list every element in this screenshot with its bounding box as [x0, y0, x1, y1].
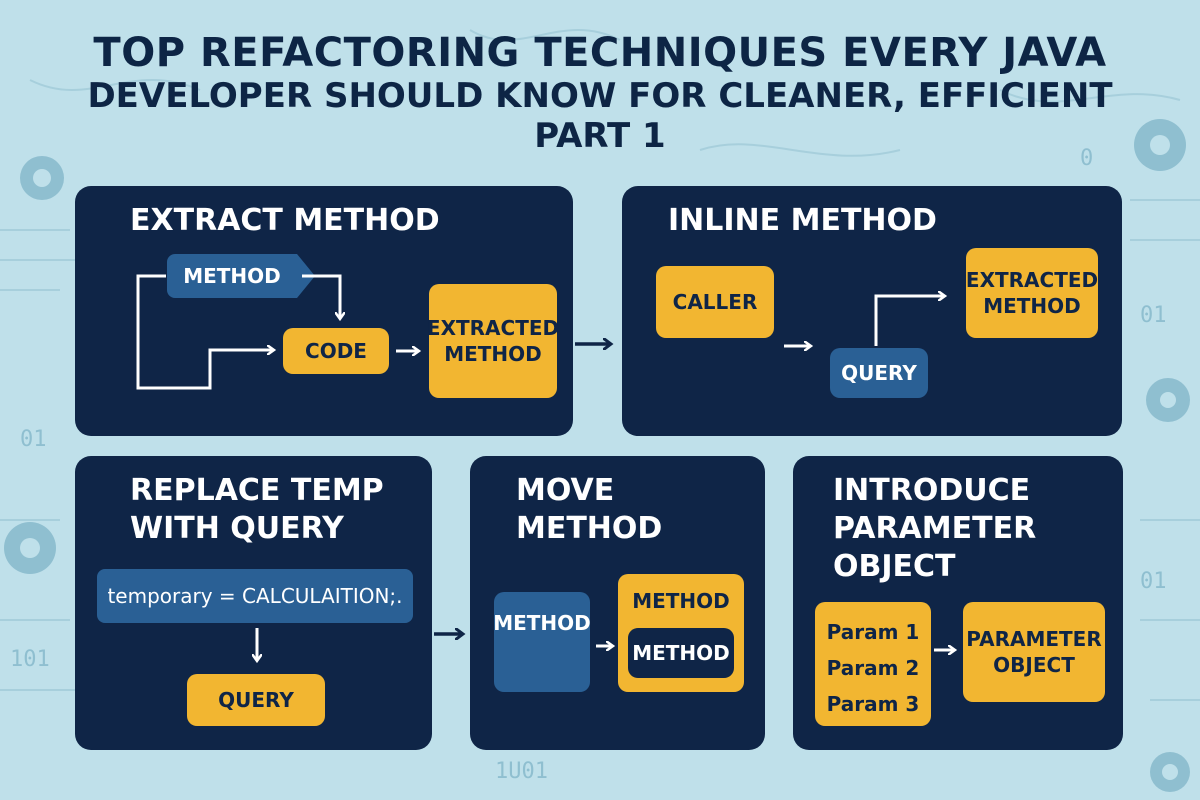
- param-item: Param 1: [826, 620, 920, 644]
- replace-temp-title-line-1: Replace Temp: [130, 473, 384, 508]
- param-item: Param 3: [826, 692, 920, 716]
- param-item: Param 2: [826, 656, 920, 680]
- code-box: Code: [283, 328, 389, 374]
- parameter-object-box: Parameter Object: [963, 602, 1105, 702]
- extracted-method-box: Extracted Method: [966, 248, 1098, 338]
- extracted-method-box: Extracted Method: [427, 284, 559, 398]
- title-line-3: Part 1: [534, 116, 666, 156]
- temp-code-snippet: temporary = CALCULAITION;.: [97, 569, 413, 623]
- move-method-title: Move Method: [516, 472, 662, 548]
- move-method-title-line-2: Method: [516, 511, 663, 546]
- binary-text: 1U01: [495, 759, 548, 784]
- inline-method-panel: Inline Method Caller Query Extracted Met…: [622, 186, 1122, 436]
- binary-text: 01: [1140, 569, 1167, 594]
- caller-box: Caller: [656, 266, 774, 338]
- move-method-title-line-1: Move: [516, 473, 615, 508]
- binary-text: 01: [1140, 303, 1167, 328]
- introduce-title-line-2: Parameter: [833, 511, 1037, 546]
- introduce-title-line-3: Object: [833, 549, 956, 584]
- query-box: Query: [830, 348, 928, 398]
- query-box: Query: [187, 674, 325, 726]
- source-method-box: Method: [493, 592, 591, 692]
- introduce-parameter-object-title: Introduce Parameter Object: [833, 472, 1036, 586]
- extract-method-panel: Extract Method Method Code Extracted Met…: [75, 186, 573, 436]
- title-line-2: Developer Should Know for Cleaner, Effic…: [87, 76, 1113, 116]
- introduce-parameter-object-panel: Introduce Parameter Object Param 1 Param…: [793, 456, 1123, 750]
- extract-method-title: Extract Method: [130, 203, 440, 238]
- binary-text: 0: [1080, 146, 1093, 171]
- target-method-label: Method: [632, 589, 730, 613]
- introduce-title-line-1: Introduce: [833, 473, 1031, 508]
- replace-temp-panel: Replace Temp with Query temporary = CALC…: [75, 456, 432, 750]
- page-title: Top Refactoring Techniques Every Java De…: [0, 30, 1200, 156]
- binary-text: 101: [10, 647, 50, 672]
- method-tag: Method: [167, 254, 297, 298]
- moved-method-box: Method: [628, 628, 734, 678]
- params-box: Param 1 Param 2 Param 3: [815, 602, 931, 726]
- replace-temp-title-line-2: with Query: [130, 511, 344, 546]
- title-line-1: Top Refactoring Techniques Every Java: [93, 30, 1107, 76]
- move-method-panel: Move Method Method Method Method: [470, 456, 765, 750]
- inline-method-title: Inline Method: [668, 203, 937, 238]
- replace-temp-title: Replace Temp with Query: [130, 472, 384, 548]
- binary-text: 01: [20, 427, 47, 452]
- gear-icon: [4, 119, 1190, 792]
